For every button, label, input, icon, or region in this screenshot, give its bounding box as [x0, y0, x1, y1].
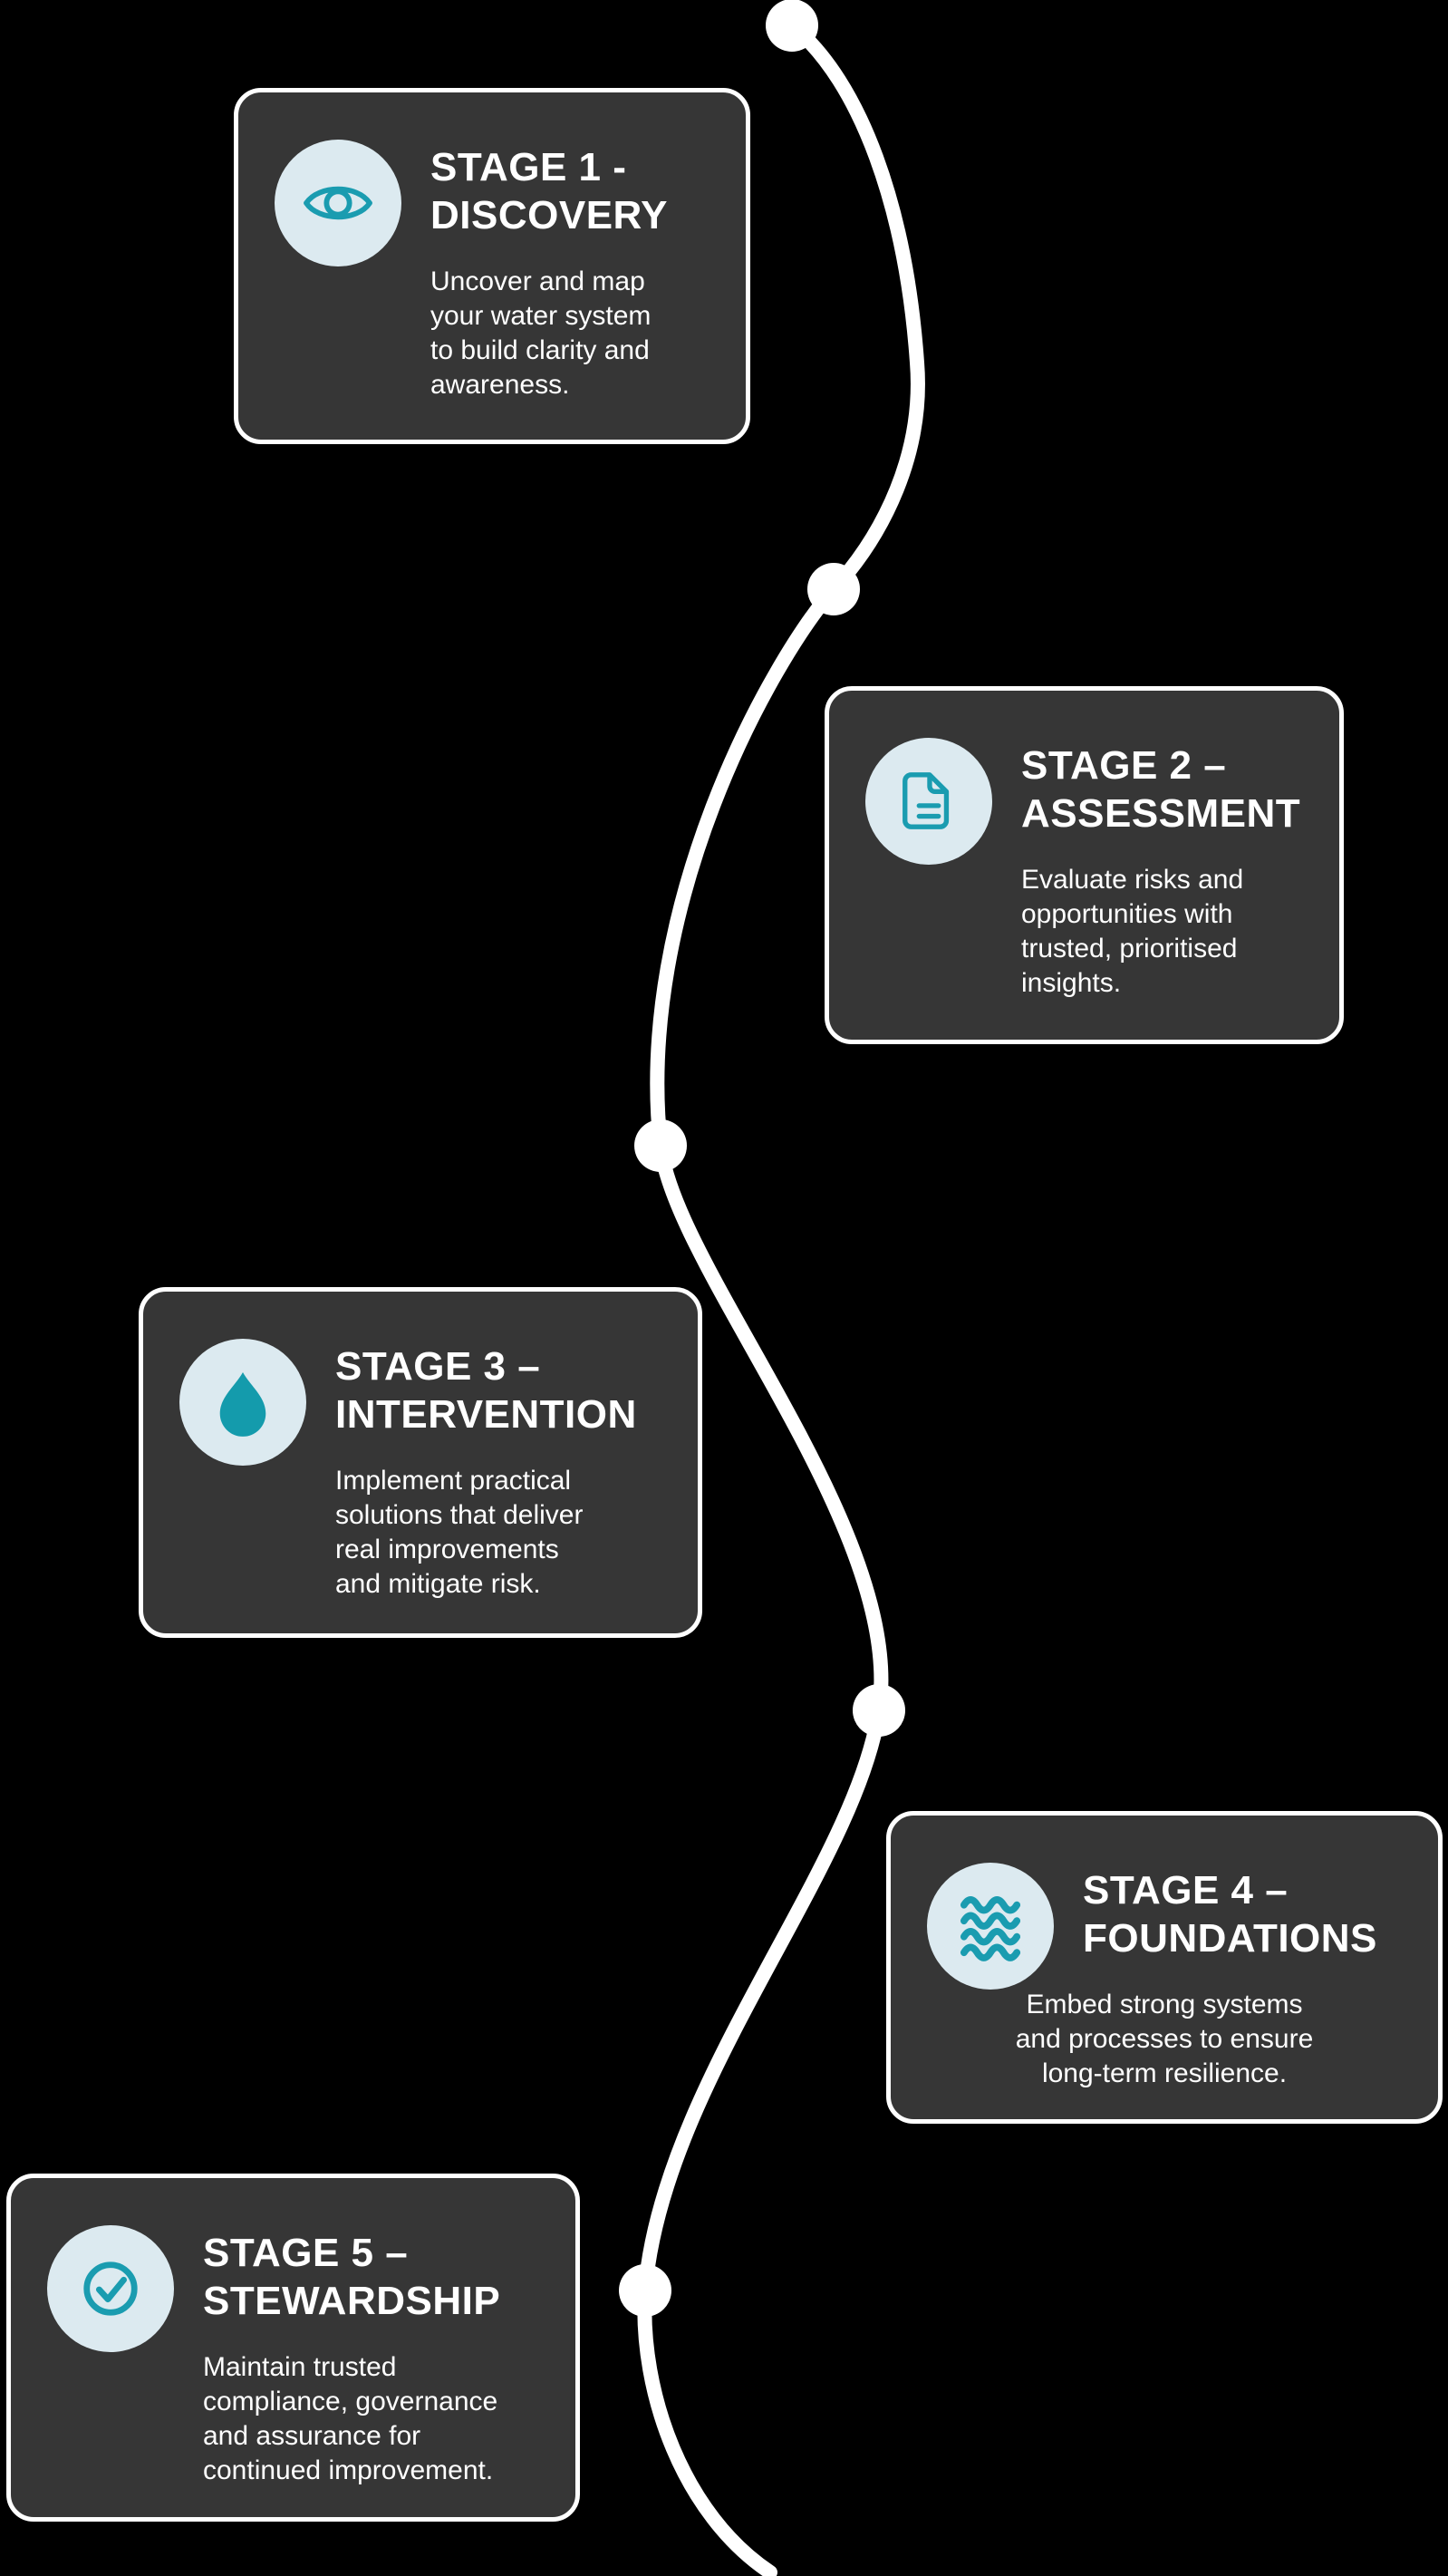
stage-4-icon-circle	[927, 1863, 1054, 1990]
timeline-node-4	[853, 1684, 905, 1737]
document-icon	[903, 772, 950, 829]
stage-1-card: STAGE 1 - DISCOVERY Uncover and map your…	[234, 88, 750, 444]
timeline-path	[637, 18, 925, 2576]
stage-5-icon-circle	[47, 2225, 174, 2352]
stage-2-description: Evaluate risks and opportunities with tr…	[1021, 865, 1244, 998]
stage-5-title: STAGE 5 – STEWARDSHIP	[203, 2231, 501, 2323]
stage-4-description: Embed strong systems and processes to en…	[1015, 1990, 1314, 2088]
stage-1-description: Uncover and map your water system to bui…	[430, 266, 652, 400]
check-circle-icon	[83, 2261, 138, 2316]
eye-icon	[304, 186, 372, 220]
stage-2-title: STAGE 2 – ASSESSMENT	[1021, 743, 1301, 836]
stage-4-card: STAGE 4 – FOUNDATIONS Embed strong syste…	[886, 1811, 1443, 2124]
stage-3-description: Implement practical solutions that deliv…	[335, 1466, 584, 1599]
waves-icon	[960, 1896, 1021, 1961]
stage-1-title: STAGE 1 - DISCOVERY	[430, 145, 669, 237]
stage-3-icon-circle	[179, 1339, 306, 1466]
water-drop-icon	[219, 1371, 266, 1437]
stage-5-description: Maintain trusted compliance, governance …	[203, 2352, 498, 2485]
stage-5-card: STAGE 5 – STEWARDSHIP Maintain trusted c…	[6, 2174, 580, 2522]
stage-2-icon-circle	[865, 738, 992, 865]
timeline-node-5	[619, 2264, 671, 2317]
timeline-node-1	[766, 0, 818, 52]
stage-2-card: STAGE 2 – ASSESSMENT Evaluate risks and …	[825, 686, 1344, 1044]
timeline-node-2	[807, 563, 860, 615]
stage-1-icon-circle	[275, 140, 401, 266]
stage-4-title: STAGE 4 – FOUNDATIONS	[1083, 1868, 1377, 1961]
stage-3-title: STAGE 3 – INTERVENTION	[335, 1344, 637, 1437]
timeline-node-3	[634, 1119, 687, 1172]
stage-3-card: STAGE 3 – INTERVENTION Implement practic…	[139, 1287, 702, 1638]
